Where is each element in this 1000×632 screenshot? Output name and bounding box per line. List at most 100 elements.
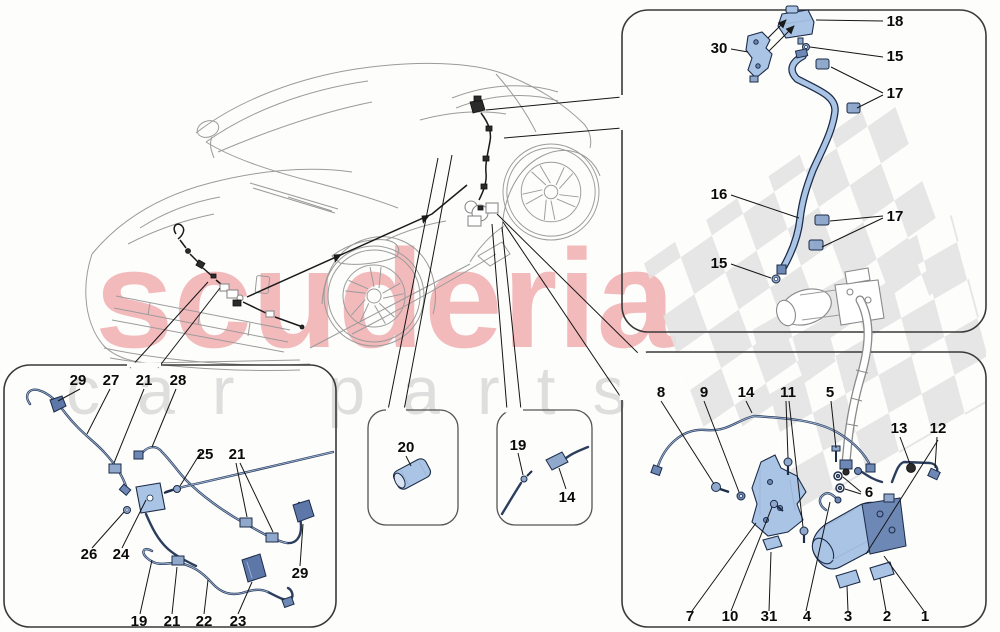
tube-13-12 xyxy=(854,460,941,484)
callout-17: 17 xyxy=(887,208,904,225)
tube-14 xyxy=(650,414,876,477)
grommet-9 xyxy=(736,491,746,501)
bolt-8 xyxy=(711,482,730,494)
car-illustration xyxy=(85,62,601,371)
panel-leader-lines xyxy=(129,96,641,411)
callout-6: 6 xyxy=(865,484,873,501)
clip-17 xyxy=(808,239,824,251)
clip-21 xyxy=(108,463,122,474)
panel-parts-19-14-content: 19 14 xyxy=(500,437,590,516)
valve-24 xyxy=(135,482,166,514)
bolt-11 xyxy=(799,526,809,543)
panel-lower-right-content: 8 9 14 11 5 13 12 6 7 10 31 4 3 2 1 xyxy=(650,384,946,625)
sleeve-20 xyxy=(392,458,432,490)
callout-17: 17 xyxy=(887,85,904,102)
connector-29 xyxy=(49,395,67,413)
detail-panel-parts-19-14 xyxy=(496,409,593,526)
callout-29: 29 xyxy=(70,372,87,389)
callout-5: 5 xyxy=(826,384,834,401)
bolt-10 xyxy=(769,499,784,512)
direction-arrow xyxy=(333,254,342,263)
washer-15 xyxy=(771,274,781,284)
callout-1: 1 xyxy=(921,608,929,625)
callout-25: 25 xyxy=(197,446,214,463)
callout-16: 16 xyxy=(711,186,728,203)
pipe-link xyxy=(144,512,198,568)
callout-29: 29 xyxy=(292,565,309,582)
clip-21 xyxy=(171,555,185,566)
connector-29 xyxy=(292,499,315,523)
detail-panel-part-20 xyxy=(367,409,459,526)
pipe-end-19 xyxy=(500,481,523,516)
pump-feed-hose xyxy=(839,295,873,476)
callout-7: 7 xyxy=(686,608,694,625)
callout-21: 21 xyxy=(164,613,181,630)
panel-upper-right-content: 18 30 15 17 16 17 15 xyxy=(711,5,904,327)
callout-20: 20 xyxy=(398,439,415,456)
mirror xyxy=(196,120,220,138)
callout-14: 14 xyxy=(559,489,576,506)
mirror-stalk xyxy=(210,136,215,159)
callout-2: 2 xyxy=(883,608,891,625)
pad-3 xyxy=(835,569,861,589)
callout-15: 15 xyxy=(887,48,904,65)
callout-leaders-upper-right xyxy=(730,19,884,279)
union-14 xyxy=(545,451,569,471)
badge xyxy=(254,275,271,294)
rear-wheel xyxy=(502,143,600,241)
callout-15: 15 xyxy=(711,255,728,272)
callout-27: 27 xyxy=(103,372,120,389)
clip-21 xyxy=(239,517,253,528)
pump-line-art xyxy=(775,267,885,327)
block-23 xyxy=(241,553,267,583)
pipe-22 xyxy=(142,547,295,609)
callout-11: 11 xyxy=(780,384,796,401)
panel-part-20-content: 20 xyxy=(392,439,432,490)
callout-19: 19 xyxy=(510,437,527,454)
callout-18: 18 xyxy=(887,13,904,30)
callout-10: 10 xyxy=(722,608,739,625)
clip-17 xyxy=(846,102,861,114)
headlight xyxy=(331,239,400,265)
panel-funnel-gaps xyxy=(127,95,647,413)
bracket-30 xyxy=(745,31,773,83)
watermark-scuderia: scuderia xyxy=(95,220,676,377)
bolt-25 xyxy=(163,485,181,494)
assembly-arrow xyxy=(767,25,795,53)
callout-leaders-lower-right xyxy=(660,400,939,612)
front-grille xyxy=(111,295,291,353)
bracket-7 xyxy=(751,454,807,537)
callout-23: 23 xyxy=(230,613,247,630)
union-13 xyxy=(906,463,916,473)
callout-30: 30 xyxy=(711,40,728,57)
callout-13: 13 xyxy=(891,420,908,437)
callout-21: 21 xyxy=(136,372,153,389)
callout-3: 3 xyxy=(844,608,852,625)
pad-2 xyxy=(869,561,895,581)
nut-26 xyxy=(123,506,131,514)
clip-21 xyxy=(265,532,279,543)
detail-panel-lower-right xyxy=(621,351,987,628)
hose-16 xyxy=(776,48,839,275)
fitting-19 xyxy=(520,470,533,483)
routing-line xyxy=(246,184,468,298)
hook xyxy=(173,223,185,240)
washer-6 xyxy=(833,471,845,493)
pipe-end-14 xyxy=(564,445,590,460)
callout-4: 4 xyxy=(803,608,812,625)
car-system-routing xyxy=(173,95,499,330)
callout-14: 14 xyxy=(738,384,755,401)
detail-panel-upper-right xyxy=(621,9,987,333)
callout-9: 9 xyxy=(700,384,708,401)
checkered-flag-pattern xyxy=(643,91,986,510)
clip-17 xyxy=(814,214,830,226)
callout-19: 19 xyxy=(131,613,148,630)
detail-panel-lower-left xyxy=(3,364,337,628)
callout-leaders-lower-left xyxy=(57,388,304,615)
callout-26: 26 xyxy=(81,546,98,563)
pad-31 xyxy=(762,535,783,551)
panel-lower-left-content: 29 27 21 28 25 21 26 24 29 19 21 22 23 xyxy=(26,372,335,630)
engine-bay-pump xyxy=(464,200,499,227)
